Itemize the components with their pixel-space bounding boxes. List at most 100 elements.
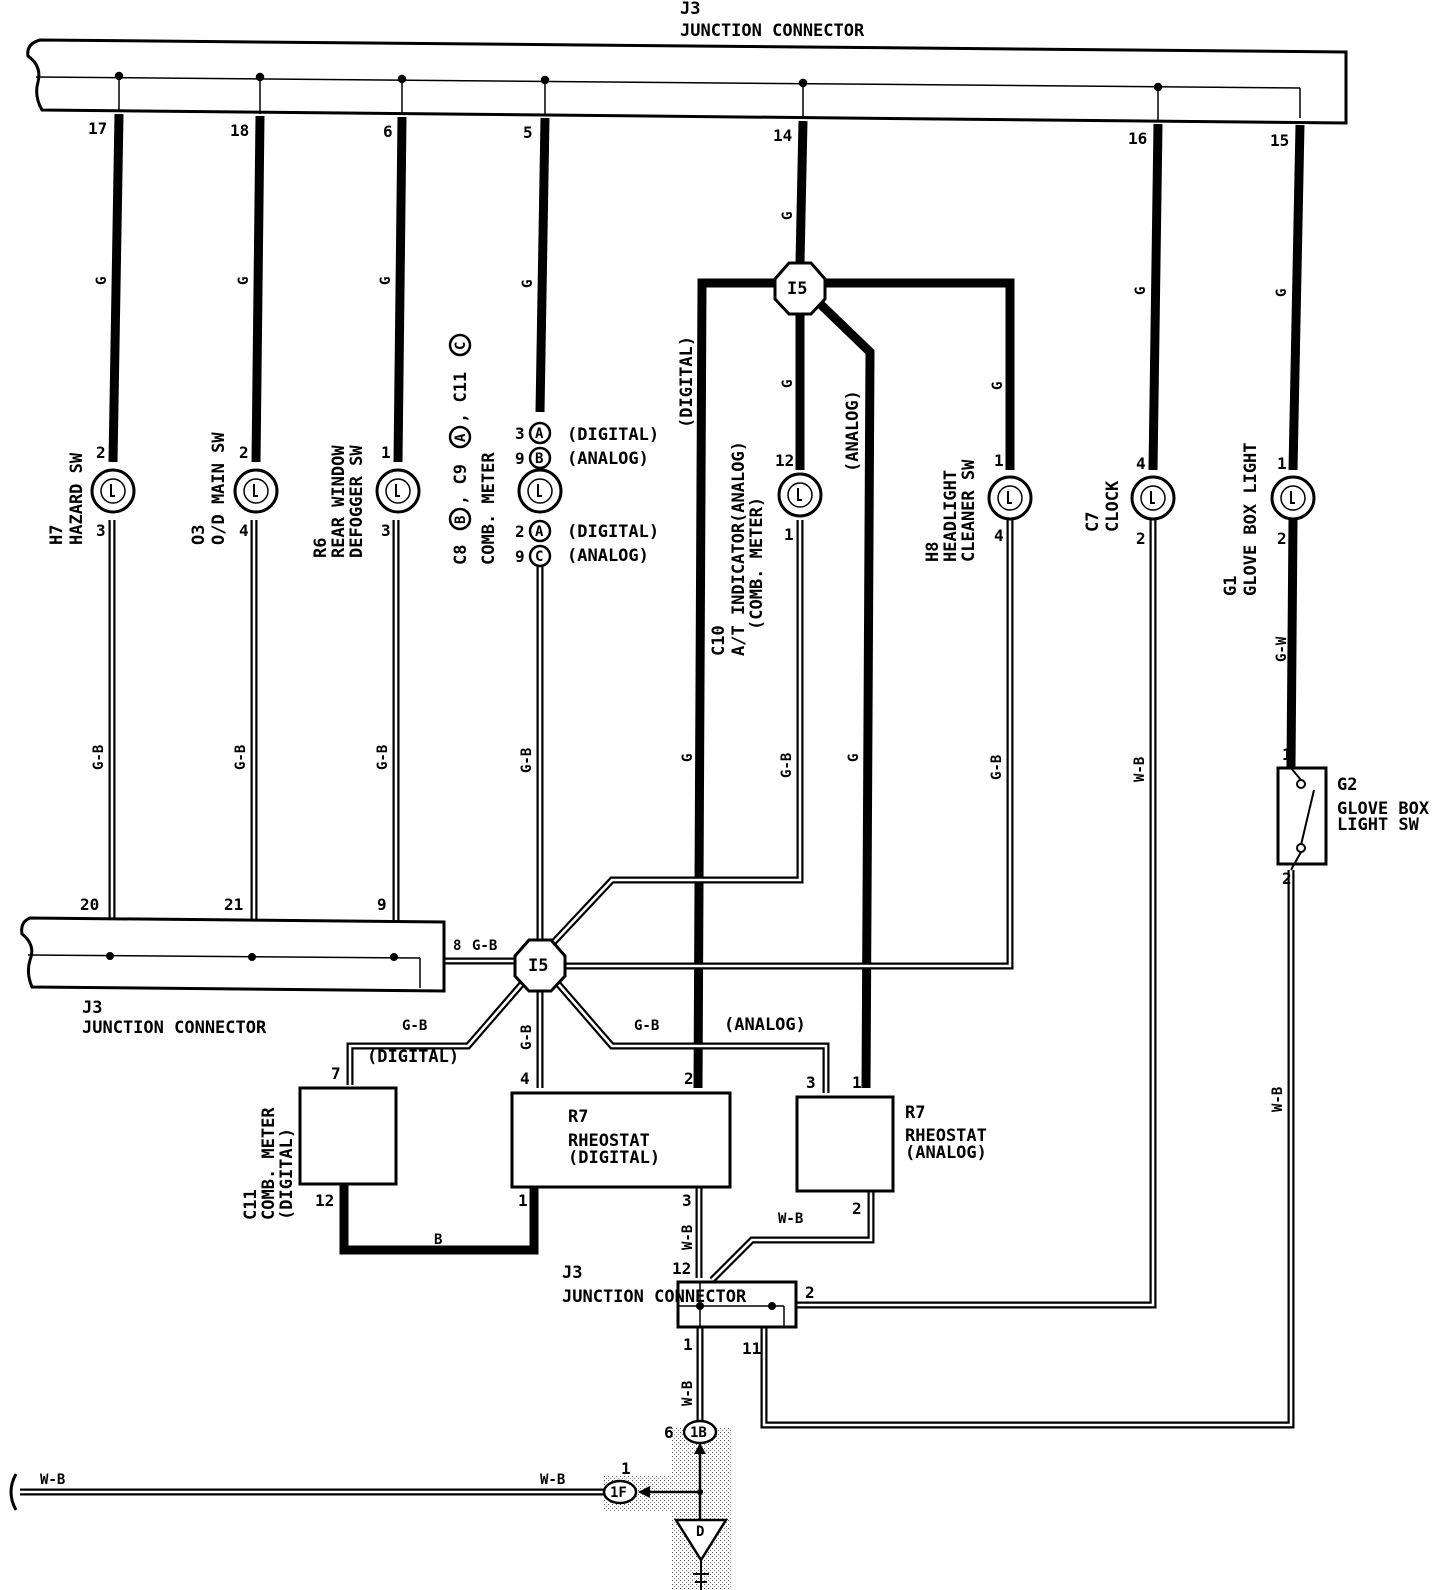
gb-wires-inner — [20, 520, 1293, 1494]
wc-gb-6: G-B — [989, 755, 1005, 780]
g1-pin-bottom: 2 — [1277, 529, 1287, 548]
bottom-junction-connector: J3 JUNCTION CONNECTOR 12 2 1 11 — [562, 1259, 815, 1358]
wc-g-7: G — [990, 382, 1006, 390]
g1-glove-box-light-icon — [1270, 475, 1316, 521]
c10-indicator-light-icon — [777, 472, 823, 518]
comb-name: COMB. METER — [479, 452, 499, 565]
c10-pin-bottom: 1 — [784, 525, 794, 544]
wc-gb-2: G-B — [233, 745, 249, 770]
h7-pin-bottom: 3 — [96, 521, 106, 540]
wire-color-labels: G G G G G G G G G G G G-W G-B G-B G-B G-… — [40, 212, 1290, 1488]
g1-code: G1 — [1221, 576, 1241, 596]
connector-1f-pin: 1 — [621, 1459, 631, 1478]
c11-pin-top: 7 — [331, 1064, 341, 1083]
g2-glove-box-switch: 1 2 G2 GLOVE BOX LIGHT SW — [1276, 745, 1430, 888]
left-pin-21: 21 — [224, 895, 243, 914]
o3-pin-bottom: 4 — [239, 521, 249, 540]
gb-wires-outer — [20, 520, 1295, 1496]
top-connector-code: J3 — [680, 0, 700, 19]
r7d-code: R7 — [568, 1107, 588, 1127]
top-pin-17: 17 — [88, 119, 107, 138]
top-splice-i5: I5 — [773, 261, 827, 316]
top-pin-15: 15 — [1270, 131, 1289, 150]
c7-code: C7 — [1083, 512, 1103, 532]
comb-row4-pin: 9 — [515, 547, 525, 566]
wire-note-analog: (ANALOG) — [843, 390, 863, 472]
top-pin-14: 14 — [773, 126, 792, 145]
top-junction-connector: J3 JUNCTION CONNECTOR — [26, 0, 1348, 125]
top-pin-6: 6 — [383, 122, 393, 141]
r7a-pin-b: 1 — [852, 1073, 862, 1092]
wc-gb-4: G-B — [519, 748, 535, 773]
wc-wb-5: W-B — [680, 1381, 696, 1406]
wc-gb-5: G-B — [779, 753, 795, 778]
g2-name1: GLOVE BOX — [1337, 799, 1430, 819]
wc-wb-3: W-B — [680, 1225, 696, 1250]
r7a-name2: (ANALOG) — [905, 1143, 987, 1163]
c11-name2: (DIGITAL) — [277, 1128, 297, 1220]
c7-clock-light-icon — [1130, 475, 1176, 521]
left-connector-name: JUNCTION CONNECTOR — [82, 1018, 267, 1038]
r6-name1: REAR WINDOW — [329, 445, 349, 558]
bottom-connector-name: JUNCTION CONNECTOR — [562, 1287, 747, 1307]
h8-pin-bottom: 4 — [994, 526, 1004, 545]
ground-point-label: D — [696, 1524, 704, 1540]
r7a-pin-c: 2 — [852, 1199, 862, 1218]
o3-code: O3 — [189, 525, 209, 545]
r7d-pin-a: 4 — [520, 1069, 530, 1088]
wc-g-9: G — [1274, 289, 1290, 297]
comb-badge-b: B — [453, 516, 469, 524]
comb-row1-pin: 3 — [515, 424, 525, 443]
h8-name2: CLEANER SW — [959, 459, 979, 562]
c10-name2: (COMB. METER) — [747, 497, 767, 630]
arrow-left-icon — [638, 1486, 650, 1498]
wire-note-digital: (DIGITAL) — [677, 336, 697, 428]
c10-pin-top: 12 — [775, 451, 794, 470]
wc-g-10: G — [680, 754, 696, 762]
g-wires — [108, 113, 1305, 1255]
c10-name1: A/T INDICATOR(ANALOG) — [729, 441, 749, 656]
h7-name: HAZARD SW — [67, 452, 87, 545]
wc-g-3: G — [378, 277, 394, 285]
ground-area: 1B 6 1F 1 D — [9, 1419, 732, 1590]
wc-g-5: G — [780, 212, 796, 220]
comb-row2-pin: 9 — [515, 449, 525, 468]
comb-row2-badge: B — [535, 451, 543, 467]
comb-row3-badge: A — [535, 524, 544, 540]
r7-rheostat-analog-box: 3 1 2 R7 RHEOSTAT (ANALOG) — [795, 1073, 987, 1218]
comb-row4-note: (ANALOG) — [567, 546, 649, 566]
wc-gb-1: G-B — [91, 745, 107, 770]
connector-1f — [602, 1479, 638, 1505]
comb-meter-light-icon — [517, 468, 563, 514]
component-symbols — [90, 468, 1316, 521]
arrow-up-icon — [694, 1443, 706, 1454]
c10-code: C10 — [709, 625, 729, 656]
g2-pin-bottom: 2 — [1282, 869, 1292, 888]
comb-code-a: C8 — [451, 545, 471, 565]
comb-row2-note: (ANALOG) — [567, 449, 649, 469]
top-splice-label: I5 — [787, 279, 807, 299]
g1-name: GLOVE BOX LIGHT — [1241, 442, 1261, 596]
g2-name2: LIGHT SW — [1337, 815, 1420, 835]
comb-row3-pin: 2 — [515, 522, 525, 541]
r7-rheostat-digital-box: R7 RHEOSTAT (DIGITAL) 4 2 1 3 — [510, 1069, 732, 1210]
top-pin-5: 5 — [523, 123, 533, 142]
left-pin-9: 9 — [377, 895, 387, 914]
r6-pin-bottom: 3 — [381, 521, 391, 540]
wc-gb-7: G-B — [519, 1025, 535, 1050]
r6-name2: DEFOGGER SW — [347, 445, 367, 558]
comb-row1-note: (DIGITAL) — [567, 425, 659, 445]
h8-headlight-cleaner-switch-icon — [987, 475, 1033, 521]
bottom-pin-11: 11 — [742, 1339, 761, 1358]
g2-code: G2 — [1337, 775, 1357, 795]
r7a-name1: RHEOSTAT — [905, 1126, 987, 1146]
top-connector-name: JUNCTION CONNECTOR — [680, 21, 865, 41]
wc-g-4: G — [520, 280, 536, 288]
h7-code: H7 — [47, 525, 67, 545]
h8-pin-top: 1 — [994, 451, 1004, 470]
wc-gb-9: G-B — [634, 1018, 659, 1034]
comb-row3-note: (DIGITAL) — [567, 522, 659, 542]
wc-gb-8: G-B — [402, 1018, 427, 1034]
o3-pin-top: 2 — [239, 443, 249, 462]
